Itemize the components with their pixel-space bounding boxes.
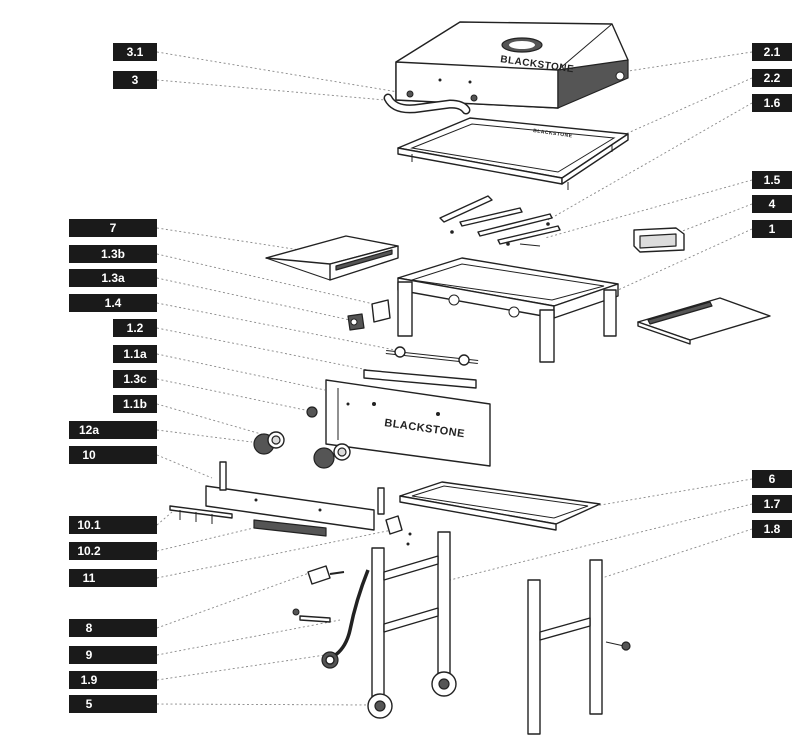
grease-cup xyxy=(633,227,685,253)
callout-3: 3 xyxy=(113,71,157,89)
svg-text:1.2: 1.2 xyxy=(127,321,144,335)
callout-1-1b: 1.1b xyxy=(113,395,157,413)
callout-1-5: 1.5 xyxy=(752,171,792,189)
svg-text:1.1b: 1.1b xyxy=(123,397,147,411)
svg-text:7: 7 xyxy=(110,221,117,235)
svg-text:1.5: 1.5 xyxy=(764,173,781,187)
svg-text:1.3c: 1.3c xyxy=(123,372,147,386)
svg-text:1.6: 1.6 xyxy=(764,96,781,110)
callout-10-2: 10.2 xyxy=(69,542,157,560)
callout-4: 4 xyxy=(752,195,792,213)
callout-2-1: 2.1 xyxy=(752,43,792,61)
svg-text:1.9: 1.9 xyxy=(81,673,98,687)
callout-9: 9 xyxy=(69,646,157,664)
svg-text:3.1: 3.1 xyxy=(127,45,144,59)
svg-text:1.3a: 1.3a xyxy=(101,271,125,285)
callout-1: 1 xyxy=(752,220,792,238)
bracket-clip xyxy=(385,515,412,546)
callout-1-4: 1.4 xyxy=(69,294,157,312)
svg-text:1.7: 1.7 xyxy=(764,497,781,511)
callout-1-1a: 1.1a xyxy=(113,345,157,363)
svg-text:1.1a: 1.1a xyxy=(123,347,147,361)
svg-text:6: 6 xyxy=(769,472,776,486)
control-panel: BLACKSTONE xyxy=(325,379,491,467)
hood-handle xyxy=(383,93,471,115)
svg-text:BLACKSTONE: BLACKSTONE xyxy=(533,128,573,139)
callout-1-3a: 1.3a xyxy=(69,269,157,287)
bottom-shelf-tray xyxy=(399,481,601,531)
svg-text:12a: 12a xyxy=(79,423,99,437)
callout-10-1: 10.1 xyxy=(69,516,157,534)
svg-text:1: 1 xyxy=(769,222,776,236)
svg-text:2.1: 2.1 xyxy=(764,45,781,59)
svg-text:8: 8 xyxy=(86,621,93,635)
regulator-hose xyxy=(292,565,370,669)
callout-6: 6 xyxy=(752,470,792,488)
burner-tubes xyxy=(439,195,561,247)
svg-text:1.4: 1.4 xyxy=(105,296,122,310)
callout-1-3c: 1.3c xyxy=(113,370,157,388)
callout-1-9: 1.9 xyxy=(69,671,157,689)
propane-tank-bracket xyxy=(205,461,385,531)
hood-lid: BLACKSTONE xyxy=(395,21,629,109)
svg-text:11: 11 xyxy=(83,571,96,585)
callout-1-6: 1.6 xyxy=(752,94,792,112)
svg-text:10: 10 xyxy=(82,448,96,462)
callout-11: 11 xyxy=(69,569,157,587)
left-leg-frame xyxy=(367,531,457,719)
right-side-shelf xyxy=(637,297,771,345)
svg-text:2.2: 2.2 xyxy=(764,71,781,85)
svg-text:5: 5 xyxy=(86,697,93,711)
svg-text:10.2: 10.2 xyxy=(77,544,101,558)
heat-shield-strip xyxy=(363,369,477,389)
callout-3-1: 3.1 xyxy=(113,43,157,61)
igniter-button xyxy=(306,406,318,418)
callout-1-7: 1.7 xyxy=(752,495,792,513)
svg-text:1.3b: 1.3b xyxy=(101,247,125,261)
callout-7: 7 xyxy=(69,219,157,237)
callout-10: 10 xyxy=(69,446,157,464)
right-leg-frame xyxy=(527,559,631,735)
callout-1-2: 1.2 xyxy=(113,319,157,337)
svg-text:1.8: 1.8 xyxy=(764,522,781,536)
callout-2-2: 2.2 xyxy=(752,69,792,87)
gas-manifold xyxy=(385,346,479,366)
svg-text:10.1: 10.1 xyxy=(77,518,101,532)
callout-5: 5 xyxy=(69,695,157,713)
tool-hooks xyxy=(169,505,233,524)
grease-tray-rail xyxy=(253,519,327,537)
firebox-frame xyxy=(397,257,619,363)
callout-8: 8 xyxy=(69,619,157,637)
callout-1-3b: 1.3b xyxy=(69,245,157,263)
left-side-shelf xyxy=(265,235,399,281)
svg-text:9: 9 xyxy=(86,648,93,662)
igniter-assembly xyxy=(347,299,391,331)
griddle-top: BLACKSTONE xyxy=(397,117,629,190)
callout-1-8: 1.8 xyxy=(752,520,792,538)
svg-text:3: 3 xyxy=(132,73,139,87)
callout-12a: 12a xyxy=(69,421,157,439)
svg-text:4: 4 xyxy=(769,197,776,211)
control-knobs xyxy=(253,431,351,469)
